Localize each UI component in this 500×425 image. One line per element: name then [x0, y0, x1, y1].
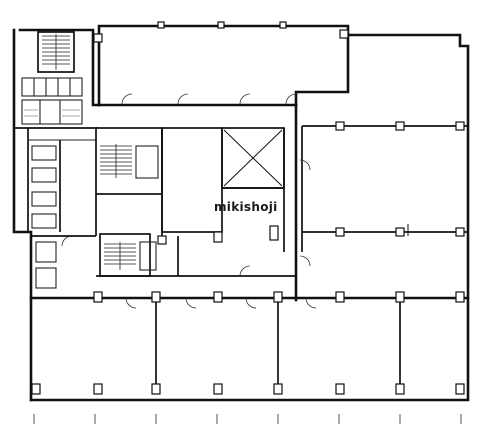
dimension-ticks: [33, 414, 462, 424]
elevator-shaft-core: [161, 127, 296, 277]
central-core: [95, 127, 178, 277]
north-room: [121, 21, 349, 105]
top-left-stair: [14, 31, 103, 129]
watermark-text: mikishoji: [214, 200, 278, 214]
south-rooms: [29, 291, 470, 395]
left-strip-rooms: [27, 128, 96, 299]
right-office-zone: [294, 103, 468, 302]
